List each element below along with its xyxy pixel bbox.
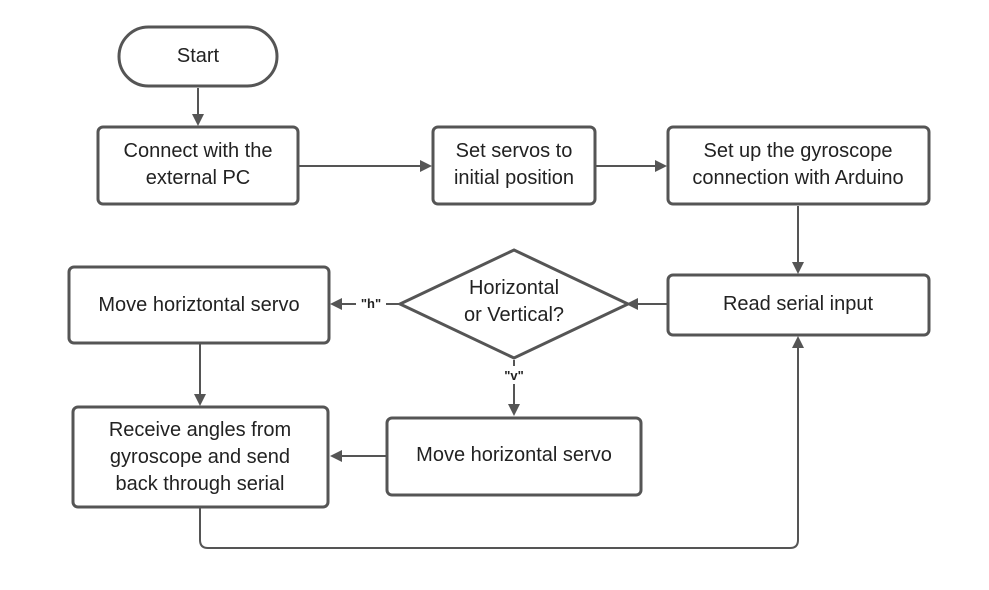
connect-pc-node[interactable]: Connect with the external PC: [96, 125, 300, 206]
edge-labels: "h" "v": [356, 295, 529, 384]
edge-label-h: "h": [361, 296, 381, 311]
setup-gyro-label-line1: Set up the gyroscope: [703, 140, 892, 162]
move-servo-left-node[interactable]: Move horiztontal servo: [67, 265, 331, 345]
start-label: Start: [177, 45, 220, 67]
edge-label-v: "v": [504, 368, 524, 383]
receive-angles-node[interactable]: Receive angles from gyroscope and send b…: [71, 405, 330, 509]
connect-pc-label-line2: external PC: [146, 167, 251, 189]
read-serial-label: Read serial input: [723, 293, 874, 315]
start-node[interactable]: Start: [117, 25, 279, 88]
connect-pc-label-line1: Connect with the: [124, 140, 273, 162]
set-servos-label-line1: Set servos to: [456, 140, 573, 162]
receive-angles-label-line2: gyroscope and send: [110, 446, 290, 468]
setup-gyro-node[interactable]: Set up the gyroscope connection with Ard…: [666, 125, 931, 206]
nodes: Start Connect with the external PC Set s…: [67, 25, 931, 509]
move-servo-bottom-node[interactable]: Move horizontal servo: [385, 416, 643, 497]
set-servos-node[interactable]: Set servos to initial position: [431, 125, 597, 206]
setup-gyro-label-line2: connection with Arduino: [692, 167, 903, 189]
receive-angles-label-line3: back through serial: [116, 473, 285, 495]
receive-angles-label-line1: Receive angles from: [109, 419, 291, 441]
read-serial-node[interactable]: Read serial input: [666, 273, 931, 337]
move-servo-bottom-label: Move horizontal servo: [416, 444, 612, 466]
move-servo-left-label: Move horiztontal servo: [98, 294, 299, 316]
decision-label-line2: or Vertical?: [464, 304, 564, 326]
decision-node[interactable]: Horizontal or Vertical?: [396, 248, 632, 360]
set-servos-label-line2: initial position: [454, 167, 574, 189]
decision-label-line1: Horizontal: [469, 277, 559, 299]
edge-receive-loop-to-read-serial: [199, 336, 804, 549]
